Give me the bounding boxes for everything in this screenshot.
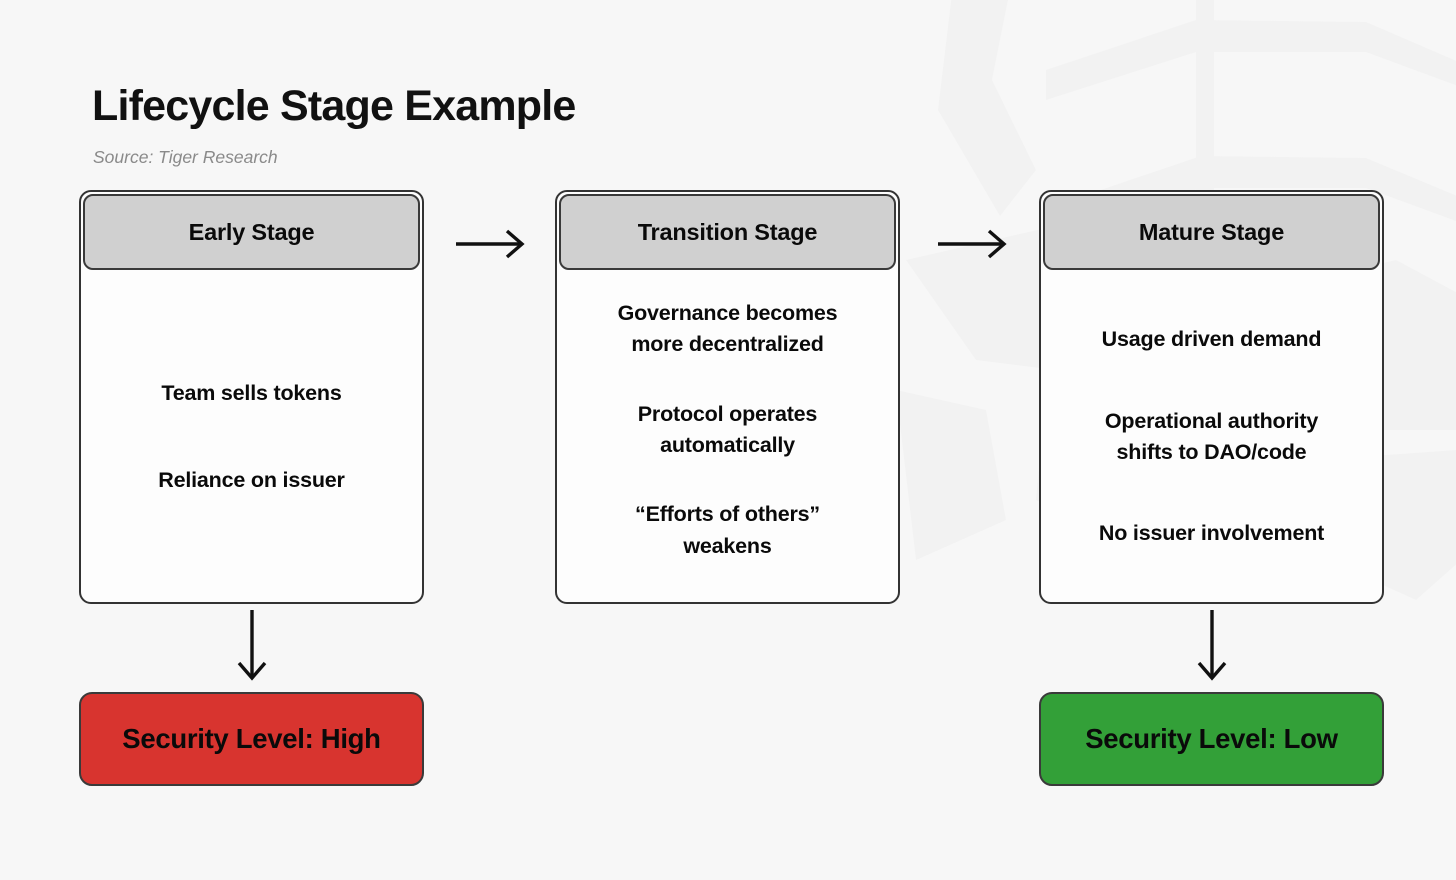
arrow-down-icon: [237, 610, 267, 681]
arrow-down-icon: [1197, 610, 1227, 681]
stage-header-transition: Transition Stage: [559, 194, 896, 270]
stage-header-label: Early Stage: [188, 218, 315, 245]
stage-header-early: Early Stage: [83, 194, 420, 270]
stage-header-label: Transition Stage: [637, 218, 818, 245]
stage-line: Reliance on issuer: [158, 467, 345, 492]
page-title: Lifecycle Stage Example: [92, 82, 576, 130]
stage-line: No issuer involvement: [1098, 521, 1325, 546]
arrow-right-icon: [456, 229, 525, 259]
stage-body-early: Team sells tokens Reliance on issuer: [81, 272, 422, 602]
status-badge-label: Security Level: High: [122, 723, 381, 754]
stage-card-mature[interactable]: Mature Stage Usage driven demand Operati…: [1039, 190, 1384, 604]
arrow-right-icon: [938, 229, 1007, 259]
status-badge-label: Security Level: Low: [1085, 723, 1338, 754]
stage-line: Usage driven demand: [1101, 327, 1322, 352]
status-badge-security-high[interactable]: Security Level: High: [79, 692, 424, 786]
stage-line: Team sells tokens: [161, 381, 342, 406]
status-badge-security-low[interactable]: Security Level: Low: [1039, 692, 1384, 786]
stage-card-early[interactable]: Early Stage Team sells tokens Reliance o…: [79, 190, 424, 604]
stage-body-mature: Usage driven demand Operational authorit…: [1041, 272, 1382, 602]
stage-header-mature: Mature Stage: [1043, 194, 1380, 270]
stage-line: “Efforts of others”weakens: [635, 502, 820, 558]
stage-header-label: Mature Stage: [1138, 218, 1285, 245]
page-source-label: Source: Tiger Research: [93, 147, 278, 167]
